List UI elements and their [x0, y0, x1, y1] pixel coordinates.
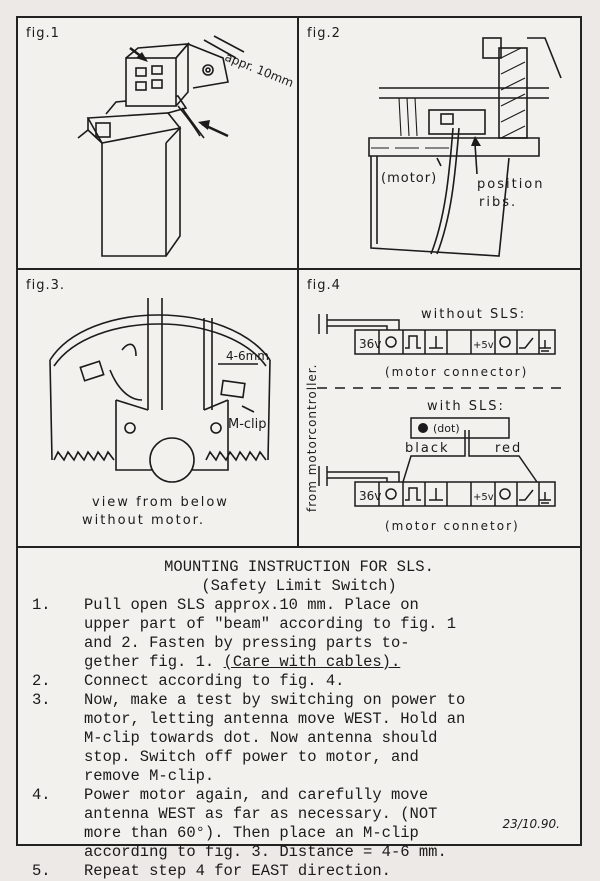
- step-number: 3.: [32, 691, 51, 709]
- care-with-cables: (Care with cables).: [223, 653, 401, 671]
- figure-1-panel: fig.1: [18, 18, 297, 268]
- step-line: Now, make a test by switching on power t…: [84, 691, 466, 709]
- step-line: more than 60°). Then place an M-clip: [84, 824, 419, 842]
- fig4-red-label: red: [495, 441, 522, 456]
- step-line: and 2. Fasten by pressing parts to-: [84, 634, 410, 652]
- fig4-voltage-36-bottom: 36v: [359, 489, 381, 503]
- step-line: upper part of "beam" according to fig. 1: [84, 615, 457, 633]
- step-2: 2. Connect according to fig. 4.: [18, 672, 580, 691]
- step-line: Repeat step 4 for EAST direction.: [84, 862, 391, 880]
- bottom-divider: [18, 546, 580, 548]
- step-number: 5.: [32, 862, 51, 880]
- fig2-motor-label: (motor): [381, 171, 437, 186]
- fig3-caption-1: view from below: [92, 495, 229, 510]
- date-stamp: 23/10.90.: [502, 817, 560, 831]
- step-1: 1. Pull open SLS approx.10 mm. Place on …: [18, 596, 580, 672]
- instructions-section: MOUNTING INSTRUCTION FOR SLS. (Safety Li…: [18, 548, 580, 880]
- figure-4-panel: fig.4: [299, 270, 580, 546]
- figure-4-drawing: from motorcontroller. without SLS: 36v +…: [305, 307, 567, 533]
- fig4-without-label: without SLS:: [421, 307, 526, 322]
- step-5: 5. Repeat step 4 for EAST direction.: [18, 862, 580, 881]
- fig4-dot-label: (dot): [433, 422, 460, 435]
- fig1-annotation: appr. 10mm: [223, 50, 296, 90]
- step-line: stop. Switch off power to motor, and: [84, 748, 419, 766]
- middle-divider: [18, 268, 580, 270]
- fig4-with-label: with SLS:: [427, 399, 505, 414]
- step-text: gether fig. 1.: [84, 653, 215, 671]
- fig3-caption-2: without motor.: [82, 513, 205, 528]
- vertical-divider: [297, 18, 299, 548]
- step-line: Power motor again, and carefully move: [84, 786, 429, 804]
- fig4-black-label: black: [405, 441, 450, 456]
- figure-1-drawing: appr. 10mm: [77, 35, 296, 257]
- step-line: Connect according to fig. 4.: [84, 672, 345, 690]
- fig4-voltage-5-top: +5v: [473, 340, 494, 351]
- fig3-distance-label: 4-6mm: [226, 349, 269, 363]
- fig4-voltage-5-bottom: +5v: [473, 492, 494, 503]
- step-number: 2.: [32, 672, 51, 690]
- figure-2-panel: fig.2: [299, 18, 580, 268]
- instruction-sheet: fig.1: [16, 16, 582, 880]
- dot-marker: [418, 423, 428, 433]
- figure-4-label: fig.4: [307, 278, 341, 293]
- step-line: antenna WEST as far as necessary. (NOT: [84, 805, 438, 823]
- figure-3-drawing: 4-6mm M-clip view from below without mot…: [49, 298, 271, 528]
- fig2-ribs-label-2: ribs.: [479, 195, 517, 210]
- instructions-title: MOUNTING INSTRUCTION FOR SLS.: [164, 558, 434, 576]
- step-line: Pull open SLS approx.10 mm. Place on: [84, 596, 419, 614]
- step-line: remove M-clip.: [84, 767, 215, 785]
- fig2-ribs-label-1: position: [477, 177, 545, 192]
- step-line: gether fig. 1. (Care with cables).: [84, 653, 580, 672]
- figure-2-label: fig.2: [307, 26, 341, 41]
- fig4-voltage-36-top: 36v: [359, 337, 381, 351]
- step-line: motor, letting antenna move WEST. Hold a…: [84, 710, 466, 728]
- step-4: 4. Power motor again, and carefully move…: [18, 786, 580, 862]
- step-number: 1.: [32, 596, 51, 614]
- figure-2-drawing: (motor) position ribs.: [368, 37, 562, 257]
- step-number: 4.: [32, 786, 51, 804]
- instructions-subtitle: (Safety Limit Switch): [201, 577, 397, 595]
- step-3: 3. Now, make a test by switching on powe…: [18, 691, 580, 786]
- fig4-connector-label-2: (motor connetor): [385, 519, 520, 533]
- step-line: according to fig. 3. Distance = 4-6 mm.: [84, 843, 447, 861]
- step-line: M-clip towards dot. Now antenna should: [84, 729, 438, 747]
- fig4-connector-label-1: (motor connector): [385, 365, 528, 379]
- figure-3-panel: fig.3.: [18, 270, 297, 546]
- figure-3-label: fig.3.: [26, 278, 65, 293]
- fig4-side-label: from motorcontroller.: [305, 364, 319, 512]
- fig3-mclip-label: M-clip: [228, 417, 267, 432]
- figure-1-label: fig.1: [26, 26, 60, 41]
